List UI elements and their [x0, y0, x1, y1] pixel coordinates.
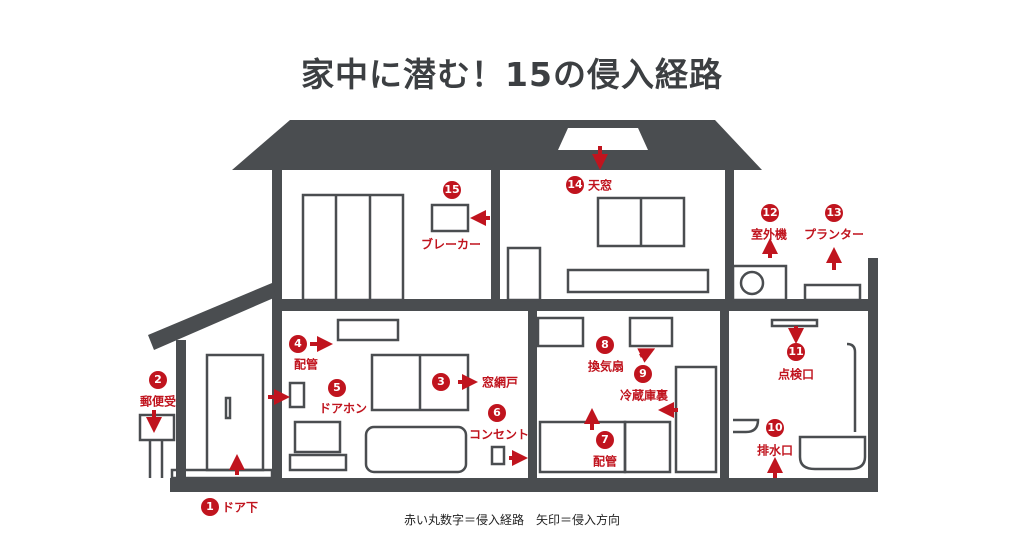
route-label: 郵便受 — [139, 394, 177, 409]
route-label: コンセント — [468, 427, 530, 442]
route-label: 換気扇 — [587, 359, 625, 374]
route-label: 室外機 — [750, 227, 788, 242]
shower — [846, 342, 857, 432]
route-label: プランター — [803, 227, 865, 242]
route-number-badge: 2 — [149, 371, 167, 389]
entry-arrows — [146, 146, 842, 478]
route-label: 排水口 — [756, 443, 794, 458]
closet — [301, 193, 405, 302]
bathtub — [798, 435, 867, 471]
wall-left — [272, 165, 282, 490]
breaker-box — [430, 203, 470, 233]
route-number-badge: 11 — [787, 343, 805, 361]
inspection-hatch — [770, 318, 819, 328]
route-number-badge: 7 — [596, 431, 614, 449]
route-number-badge: 12 — [761, 204, 779, 222]
route-label: 窓網戸 — [482, 375, 519, 390]
planter — [803, 283, 862, 302]
dresser — [506, 246, 542, 302]
route-label: ドアホン — [318, 401, 368, 416]
route-label: 配管 — [293, 357, 319, 372]
route-number-badge: 4 — [289, 335, 307, 353]
route-number-badge: 1 — [201, 498, 219, 516]
front-door — [205, 353, 265, 472]
structure — [148, 120, 878, 492]
route-number-badge: 15 — [443, 181, 461, 199]
roof — [232, 120, 762, 170]
mailbox — [138, 413, 176, 442]
refrigerator — [674, 365, 718, 474]
ground-slab — [170, 478, 878, 492]
air-conditioner — [336, 318, 400, 342]
bed — [566, 268, 710, 294]
page-title: 家中に潜む！15の侵入経路 — [301, 55, 723, 94]
route-number-badge: 9 — [634, 365, 652, 383]
stove — [623, 420, 672, 474]
porch-roof — [148, 283, 276, 350]
route-label: 天窓 — [588, 178, 613, 193]
route-number-badge: 10 — [766, 419, 784, 437]
skylight — [558, 128, 648, 150]
route-label: ドア下 — [222, 500, 259, 515]
route-number-badge: 3 — [432, 373, 450, 391]
furniture — [138, 193, 867, 480]
route-label: 点検口 — [777, 367, 815, 382]
route-number-badge: 13 — [825, 204, 843, 222]
legend: 赤い丸数字＝侵入経路 矢印＝侵入方向 — [403, 513, 620, 527]
route-number-badge: 6 — [488, 404, 506, 422]
route-number-badge: 5 — [328, 379, 346, 397]
intercom — [288, 381, 306, 409]
outlet — [490, 445, 506, 466]
route-label: 冷蔵庫裏 — [619, 388, 669, 403]
route-number-badge: 14 — [566, 176, 584, 194]
route-label: ブレーカー — [420, 237, 482, 252]
route-number-badge: 8 — [596, 336, 614, 354]
route-label: 配管 — [592, 454, 618, 469]
range-hood — [628, 316, 674, 348]
ac-outdoor-unit — [731, 264, 788, 302]
tv — [293, 420, 342, 454]
sofa — [364, 425, 468, 474]
sink — [733, 418, 760, 434]
